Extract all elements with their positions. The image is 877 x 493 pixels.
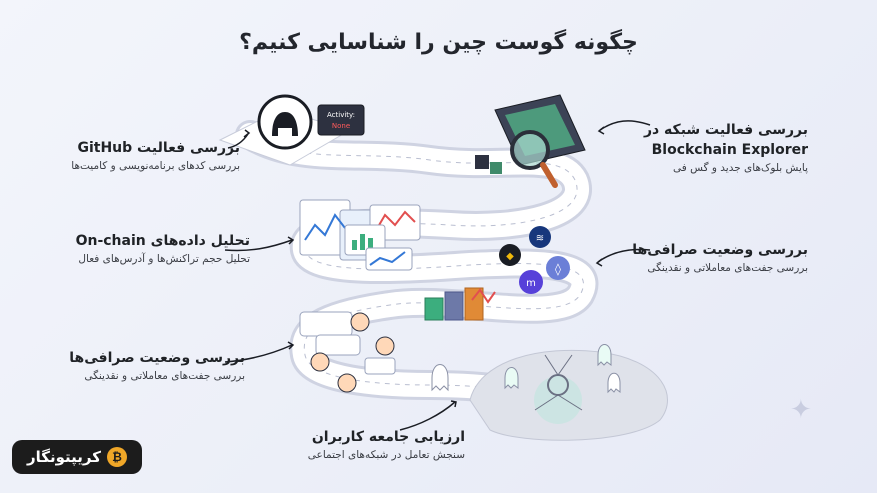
step-github-title: بررسی فعالیت GitHub <box>77 140 240 156</box>
step-explorer-subtitle: پایش بلوک‌های جدید و گس فی <box>673 162 808 174</box>
step-explorer: بررسی فعالیت شبکه در Blockchain Explorer… <box>628 120 808 176</box>
onchain-screens-illustration <box>299 199 421 271</box>
step-exchanges-right-subtitle: بررسی جفت‌های معاملاتی و نقدینگی <box>647 262 808 274</box>
svg-text:≋: ≋ <box>536 233 544 244</box>
step-onchain: تحلیل داده‌های On-chain تحلیل حجم تراکنش… <box>40 231 250 267</box>
step-github: بررسی فعالیت GitHub بررسی کدهای برنامه‌ن… <box>50 138 240 174</box>
ghost-icon <box>597 344 612 367</box>
svg-text:◊: ◊ <box>555 262 561 276</box>
user-avatar-icon <box>350 312 370 332</box>
step-users-subtitle: سنجش تعامل در شبکه‌های اجتماعی <box>307 449 465 461</box>
step-onchain-title: تحلیل داده‌های On-chain <box>75 233 250 249</box>
step-github-subtitle: بررسی کدهای برنامه‌نویسی و کامیت‌ها <box>71 160 240 172</box>
blockchain-explorer-illustration <box>475 94 586 188</box>
user-avatar-icon <box>375 336 395 356</box>
step-exchanges-right-title: بررسی وضعیت صرافی‌ها <box>632 242 808 258</box>
svg-text:Activity:: Activity: <box>327 111 355 119</box>
community-illustration <box>299 311 396 393</box>
step-users-title: ارزیابی جامعه کاربران <box>311 429 465 445</box>
svg-text:m: m <box>526 278 536 289</box>
coin-stacks <box>424 287 496 321</box>
ghost-icon <box>607 372 621 394</box>
ghost-chain-area <box>431 344 668 441</box>
step-explorer-title-line1: بررسی فعالیت شبکه در <box>643 122 808 138</box>
exchange-coin-icon <box>529 226 551 248</box>
exchange-coins: ◆ ≋ ◊ m <box>499 226 570 294</box>
binance-coin-icon <box>499 244 521 266</box>
step-explorer-title-line2: Blockchain Explorer <box>651 142 808 158</box>
user-avatar-icon <box>310 352 330 372</box>
activity-sign <box>317 104 365 136</box>
svg-text:◆: ◆ <box>506 251 514 262</box>
github-platform: Activity: None <box>218 94 365 166</box>
step-exchanges-left-title: بررسی وضعیت صرافی‌ها <box>69 350 245 366</box>
step-exchanges-right: بررسی وضعیت صرافی‌ها بررسی جفت‌های معامل… <box>618 240 808 276</box>
winding-path <box>235 120 599 415</box>
step-users: ارزیابی جامعه کاربران سنجش تعامل در شبکه… <box>275 427 465 463</box>
sparkle-icon: ✦ <box>790 395 812 425</box>
svg-text:None: None <box>332 122 350 130</box>
step-onchain-subtitle: تحلیل حجم تراکنش‌ها و آدرس‌های فعال <box>78 253 250 265</box>
brand-badge[interactable]: ₿ کریپتونگار <box>12 440 142 474</box>
brand-name: کریپتونگار <box>27 448 101 466</box>
page-title: چگونه گوست چین را شناسایی کنیم؟ <box>239 30 638 55</box>
step-exchanges-left: بررسی وضعیت صرافی‌ها بررسی جفت‌های معامل… <box>60 348 245 384</box>
connector-arrows <box>224 120 651 431</box>
ethereum-coin-icon <box>546 256 570 280</box>
kraken-coin-icon <box>519 270 543 294</box>
magnifier-icon <box>510 130 550 170</box>
ghost-icon <box>504 367 519 390</box>
user-avatar-icon <box>337 373 357 393</box>
brand-logo-icon: ₿ <box>106 447 127 467</box>
step-exchanges-left-subtitle: بررسی جفت‌های معاملاتی و نقدینگی <box>84 370 245 382</box>
ghost-icon <box>431 364 449 392</box>
